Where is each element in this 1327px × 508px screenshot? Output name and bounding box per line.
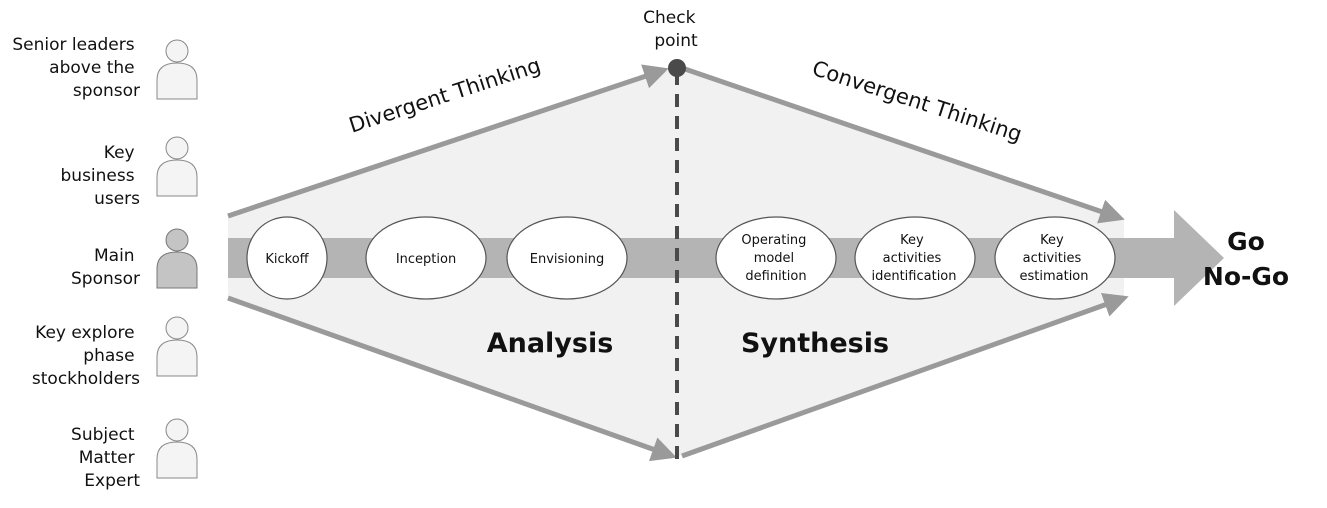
role-key-business-users: Key business users <box>61 136 198 209</box>
role-subject-matter-expert: Subject Matter Expert <box>71 418 198 491</box>
person-icon <box>156 39 198 100</box>
phase-label: Inception <box>396 252 456 267</box>
person-icon <box>156 228 198 289</box>
role-label: Subject Matter Expert <box>71 425 140 491</box>
role-label: Key business users <box>61 143 141 209</box>
person-icon <box>156 316 198 377</box>
divergent-upper-arrow <box>227 64 669 219</box>
role-label: Main Sponsor <box>71 246 140 289</box>
synthesis-label: Synthesis <box>741 328 889 359</box>
person-icon <box>156 418 198 479</box>
checkpoint-dot <box>668 59 686 77</box>
phase-label: Kickoff <box>265 252 309 267</box>
phase-key-activities-identification: Key activities identification <box>854 216 976 300</box>
role-key-explore-phase-stockholders: Key explore phase stockholders <box>32 316 198 389</box>
divergent-lower-arrow <box>227 295 677 462</box>
phase-inception: Inception <box>365 216 487 300</box>
phase-envisioning: Envisioning <box>506 216 628 300</box>
phase-kickoff: Kickoff <box>246 216 328 300</box>
role-label: Key explore phase stockholders <box>32 323 140 389</box>
phase-label: Operating model definition <box>741 233 810 284</box>
go-nogo-arrowhead <box>1174 210 1224 306</box>
convergent-upper-arrow <box>681 65 1125 224</box>
phase-label: Key activities estimation <box>1019 233 1088 284</box>
person-icon <box>156 136 198 197</box>
phase-label: Key activities identification <box>871 233 956 284</box>
phase-operating-model-definition: Operating model definition <box>715 216 837 300</box>
phase-label: Envisioning <box>530 252 604 267</box>
role-label: Senior leaders above the sponsor <box>12 35 140 101</box>
role-main-sponsor: Main Sponsor <box>71 228 198 289</box>
analysis-label: Analysis <box>487 328 614 359</box>
nogo-label: No-Go <box>1203 262 1289 291</box>
go-label: Go <box>1227 227 1265 256</box>
phase-key-activities-estimation: Key activities estimation <box>994 216 1116 300</box>
checkpoint-label: Check point <box>643 8 701 51</box>
role-senior-leaders: Senior leaders above the sponsor <box>12 35 198 101</box>
convergent-lower-arrow <box>681 292 1129 459</box>
